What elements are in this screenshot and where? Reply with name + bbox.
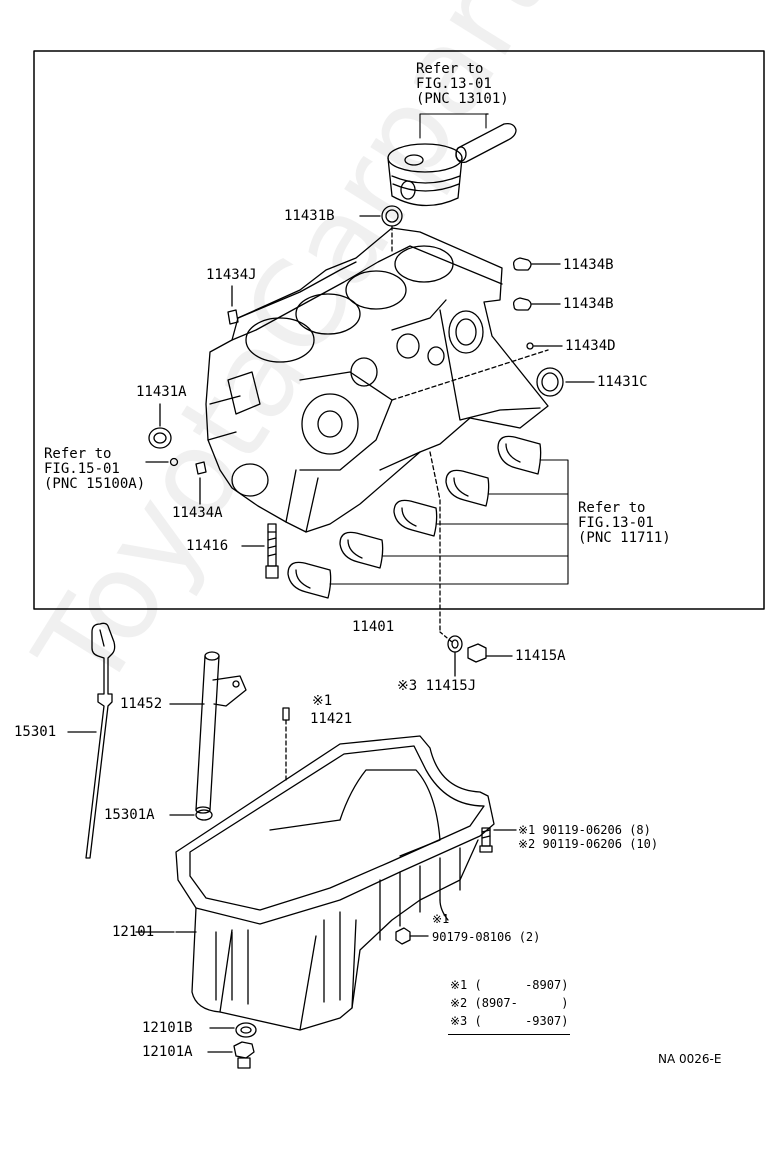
label-11416[interactable]: 11416 [186, 538, 229, 554]
ref-bearings-line2: FIG.13-01 [578, 515, 654, 531]
bolt-11416-drawing [265, 523, 279, 579]
figure-code: NA 0026-E [658, 1052, 722, 1066]
crank-bearings-drawing [287, 435, 542, 599]
guide-tube-drawing [195, 651, 247, 814]
label-11434D[interactable]: 11434D [565, 338, 616, 354]
oil-pan-drawing [175, 735, 495, 1031]
label-15301A[interactable]: 15301A [104, 807, 155, 823]
ref-bearings-line1: Refer to [578, 500, 646, 516]
legend-note-3: ※3 ( -9307) [450, 1014, 569, 1028]
ref-oil-pump-line2: FIG.15-01 [44, 461, 120, 477]
ref-oil-pump-line1: Refer to [44, 446, 112, 462]
dipstick-drawing [85, 622, 116, 859]
legend-rule [448, 1034, 570, 1035]
label-12101A[interactable]: 12101A [142, 1044, 193, 1060]
assembly-frame [33, 50, 765, 610]
piston-drawing [387, 143, 463, 207]
ref-bearings-line3: (PNC 11711) [578, 530, 671, 546]
seal-11431A-drawing [148, 427, 172, 449]
plug-11434B-1-drawing [512, 257, 532, 271]
label-11431C[interactable]: 11431C [597, 374, 648, 390]
label-11434B-1[interactable]: 11434B [563, 257, 614, 273]
ref-piston: Refer to FIG.13-01 (PNC 13101) [416, 62, 509, 107]
engine-block-drawing [205, 227, 549, 533]
label-plug-note: ※1 [432, 912, 450, 926]
label-15301[interactable]: 15301 [14, 724, 57, 740]
label-11434A[interactable]: 11434A [172, 505, 223, 521]
ref-oil-pump-line3: (PNC 15100A) [44, 476, 146, 492]
gasket-11415J-drawing [447, 635, 463, 653]
legend-note-1: ※1 ( -8907) [450, 978, 569, 992]
gasket-12101B-drawing [235, 1022, 257, 1038]
plug-11434D-drawing [526, 342, 534, 350]
label-11401[interactable]: 11401 [352, 619, 395, 635]
label-11421[interactable]: 11421 [310, 711, 353, 727]
seal-11431B-drawing [381, 205, 403, 227]
label-11415A[interactable]: 11415A [515, 648, 566, 664]
ref-piston-line2: FIG.13-01 [416, 76, 492, 92]
label-11452[interactable]: 11452 [120, 696, 163, 712]
o-ring-15301A-drawing [195, 809, 213, 821]
seal-11431C-drawing [536, 367, 564, 397]
label-bolt-2[interactable]: ※2 90119-06206 (10) [518, 837, 659, 851]
ref-piston-line3: (PNC 13101) [416, 91, 509, 107]
drain-stud-drawing [395, 927, 411, 945]
label-bolt-1[interactable]: ※1 90119-06206 (8) [518, 823, 651, 837]
plug-11415A-drawing [467, 643, 487, 663]
plug-11434B-2-drawing [512, 297, 532, 311]
ref-oil-pump: Refer to FIG.15-01 (PNC 15100A) [44, 447, 145, 492]
piston-pin-drawing [455, 122, 517, 164]
pan-bolt-drawing [479, 827, 493, 853]
label-11421-note: ※1 [312, 693, 333, 709]
plug-11434J-drawing [227, 309, 239, 325]
label-11431B[interactable]: 11431B [284, 208, 335, 224]
ref-piston-line1: Refer to [416, 61, 484, 77]
label-11434B-2[interactable]: 11434B [563, 296, 614, 312]
ref-bearings: Refer to FIG.13-01 (PNC 11711) [578, 501, 671, 546]
label-12101B[interactable]: 12101B [142, 1020, 193, 1036]
drain-plug-12101A-drawing [233, 1041, 255, 1069]
label-11434J[interactable]: 11434J [206, 267, 257, 283]
label-11415J[interactable]: ※3 11415J [397, 678, 477, 694]
label-plug[interactable]: 90179-08106 (2) [432, 930, 541, 944]
legend-note-2: ※2 (8907- ) [450, 996, 569, 1010]
label-11431A[interactable]: 11431A [136, 384, 187, 400]
label-12101[interactable]: 12101 [112, 924, 155, 940]
